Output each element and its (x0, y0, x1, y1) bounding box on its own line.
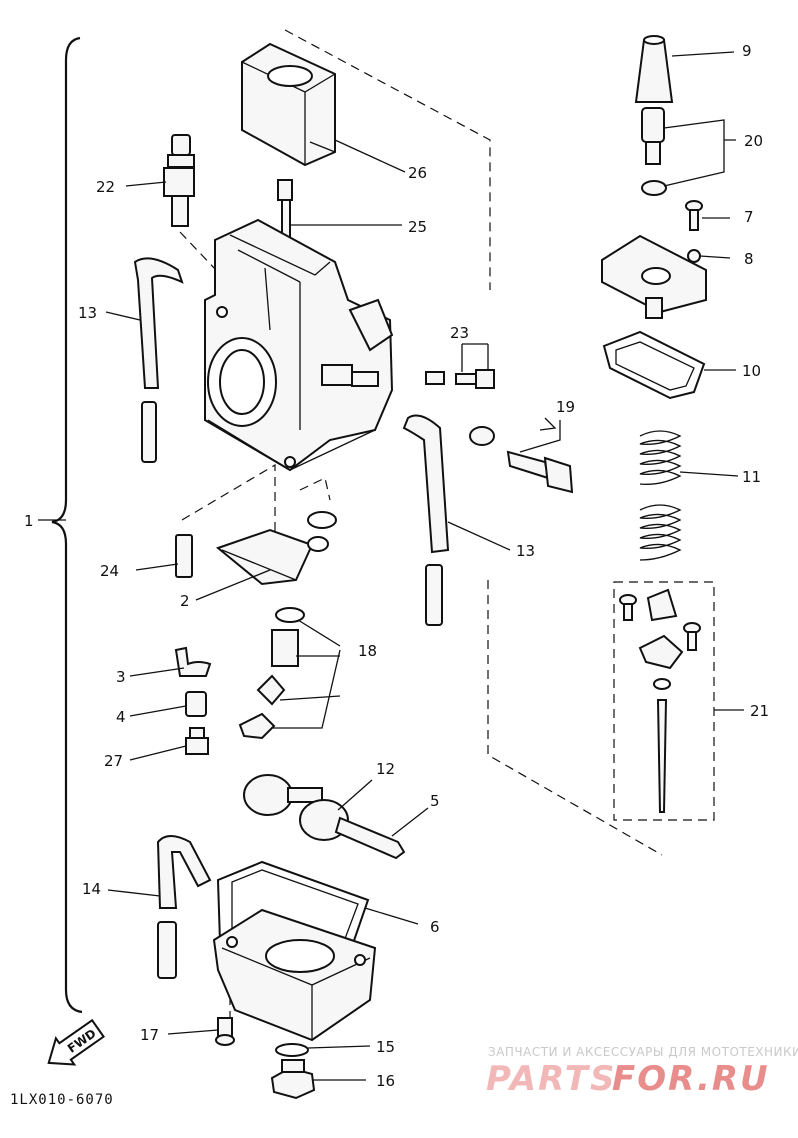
watermark: ЗАПЧАСТИ И АКСЕССУАРЫ ДЛЯ МОТОТЕХНИКИ PA… (486, 1045, 798, 1099)
callout-4: 4 (116, 708, 126, 726)
part-22-fitting (163, 134, 195, 227)
callout-8: 8 (744, 250, 754, 268)
part-16-drain-plug (270, 1059, 316, 1100)
part-23-screws (425, 369, 495, 389)
callout-9: 9 (742, 42, 752, 60)
callout-2: 2 (180, 592, 190, 610)
part-cap-plate (601, 234, 707, 319)
carburetor-body (204, 218, 394, 472)
callout-labels: 1 2 3 4 5 6 7 8 9 10 11 12 13 13 14 15 1… (24, 42, 769, 1090)
part-10-gasket (602, 330, 706, 400)
callout-15: 15 (376, 1038, 395, 1056)
callout-12: 12 (376, 760, 395, 778)
part-14-tube (156, 835, 212, 979)
float-bowl (212, 908, 377, 1042)
callout-10: 10 (742, 362, 761, 380)
part-15-o-ring (275, 1043, 309, 1057)
watermark-logo: PARTS FOR.RU (486, 1059, 770, 1099)
callout-5: 5 (430, 792, 440, 810)
part-11-spring (639, 430, 682, 561)
part-25-screw (277, 179, 293, 261)
leader-lines (38, 51, 744, 1081)
part-19-screw-washer (469, 426, 574, 494)
callout-24: 24 (100, 562, 119, 580)
callout-13-left: 13 (78, 304, 97, 322)
part-18-needle-valve-set (238, 607, 305, 740)
callout-1: 1 (24, 512, 34, 530)
callout-17: 17 (140, 1026, 159, 1044)
callout-16: 16 (376, 1072, 395, 1090)
callout-22: 22 (96, 178, 115, 196)
part-4-jet (185, 691, 207, 717)
callout-19: 19 (556, 398, 575, 416)
watermark-tagline: ЗАПЧАСТИ И АКСЕССУАРЫ ДЛЯ МОТОТЕХНИКИ (488, 1045, 798, 1059)
callout-25: 25 (408, 218, 427, 236)
part-5-pin (334, 816, 406, 860)
part-20-cable-adjuster (641, 107, 667, 196)
part-2-float-assembly (215, 511, 337, 586)
part-17-screw (215, 1017, 235, 1046)
callout-13-right: 13 (516, 542, 535, 560)
callout-6: 6 (430, 918, 440, 936)
part-24-jet (175, 534, 193, 578)
callout-20: 20 (744, 132, 763, 150)
fwd-arrow: FWD (47, 1018, 105, 1066)
part-13-left-tube (133, 257, 184, 463)
callout-3: 3 (116, 668, 126, 686)
part-21-needle-group (613, 581, 715, 821)
part-7-screw (685, 200, 703, 231)
callout-11: 11 (742, 468, 761, 486)
part-26-top-cover (241, 42, 336, 167)
part-3-fitting (174, 646, 212, 677)
callout-23: 23 (450, 324, 469, 342)
part-13-right-tube (402, 414, 450, 626)
callout-14: 14 (82, 880, 101, 898)
assembly-bracket (51, 36, 83, 1014)
callout-7: 7 (744, 208, 754, 226)
part-9-cap (634, 35, 674, 103)
watermark-logo-left: PARTS (486, 1059, 616, 1099)
part-12-float (243, 774, 349, 841)
callout-21: 21 (750, 702, 769, 720)
callout-18: 18 (358, 642, 377, 660)
callout-27: 27 (104, 752, 123, 770)
callout-26: 26 (408, 164, 427, 182)
part-27-jet (185, 727, 209, 755)
diagram-code: 1LX010-6070 (10, 1092, 114, 1108)
part-8-washer (687, 249, 701, 263)
watermark-logo-right: FOR.RU (612, 1059, 770, 1099)
